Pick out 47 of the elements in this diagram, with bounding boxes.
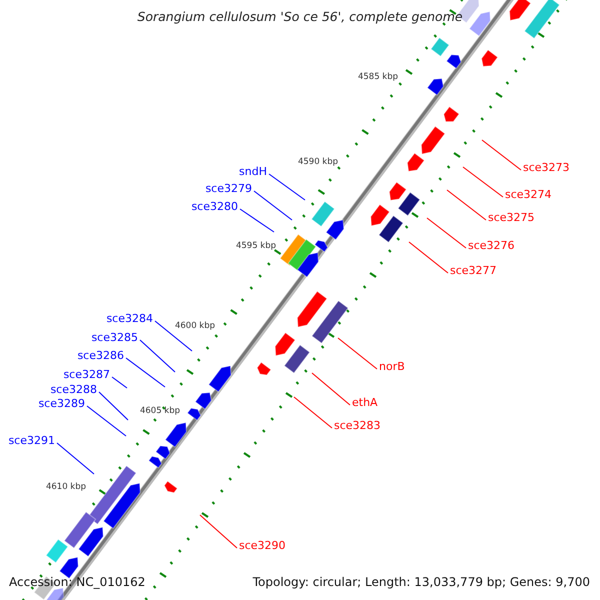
gene-label: norB bbox=[379, 360, 405, 373]
accession-text: Accession: NC_010162 bbox=[9, 575, 146, 589]
position-tick-label: 4590 kbp bbox=[298, 157, 338, 167]
gene-label: sce3291 bbox=[8, 434, 55, 447]
leader-line bbox=[462, 166, 504, 198]
leader-line bbox=[86, 406, 126, 436]
leader-line bbox=[268, 174, 306, 200]
leader-line bbox=[312, 372, 350, 406]
title: Sorangium cellulosum 'So ce 56', complete genome bbox=[136, 9, 464, 24]
leader-line bbox=[294, 396, 332, 428]
gene-label: sce3275 bbox=[488, 211, 535, 224]
leader-line bbox=[56, 442, 94, 474]
gene-label: sce3276 bbox=[468, 239, 515, 252]
gene-label: sndH bbox=[239, 165, 267, 178]
leader-line bbox=[482, 140, 522, 170]
leader-line bbox=[426, 218, 466, 248]
gene-label: sce3287 bbox=[63, 368, 110, 381]
position-tick-label: 4585 kbp bbox=[358, 72, 398, 82]
leader-line bbox=[254, 190, 292, 220]
gene-label: sce3290 bbox=[239, 539, 286, 552]
position-tick-label: 4595 kbp bbox=[236, 241, 276, 251]
gene-label: sce3289 bbox=[38, 397, 85, 410]
gene-label: sce3283 bbox=[334, 419, 381, 432]
gene-label: sce3277 bbox=[450, 264, 497, 277]
gene-label: sce3274 bbox=[505, 188, 552, 201]
gene-label: sce3285 bbox=[91, 331, 138, 344]
leader-line bbox=[126, 358, 166, 388]
leader-line bbox=[240, 208, 274, 232]
position-tick-label: 4605 kbp bbox=[140, 406, 180, 416]
gene-label: sce3286 bbox=[77, 349, 124, 362]
gene-label: sce3273 bbox=[523, 161, 570, 174]
leader-line bbox=[112, 376, 128, 388]
gene-label: sce3280 bbox=[191, 200, 238, 213]
leader-line bbox=[154, 320, 192, 352]
gene-label: ethA bbox=[352, 396, 378, 409]
leader-line bbox=[408, 242, 448, 274]
position-tick-label: 4600 kbp bbox=[174, 321, 216, 331]
gene-label: sce3288 bbox=[50, 383, 97, 396]
gene-label: sce3284 bbox=[106, 312, 153, 325]
leader-line bbox=[140, 340, 176, 372]
leader-line bbox=[98, 392, 128, 420]
leader-line bbox=[200, 514, 238, 548]
genome-summary-text: Topology: circular; Length: 13,033,779 bp; Genes: 9,700 bbox=[252, 575, 590, 589]
gene-label: sce3279 bbox=[205, 182, 252, 195]
leader-line bbox=[446, 190, 486, 220]
position-tick-label: 4610 kbp bbox=[46, 482, 86, 492]
leader-line bbox=[338, 338, 378, 370]
